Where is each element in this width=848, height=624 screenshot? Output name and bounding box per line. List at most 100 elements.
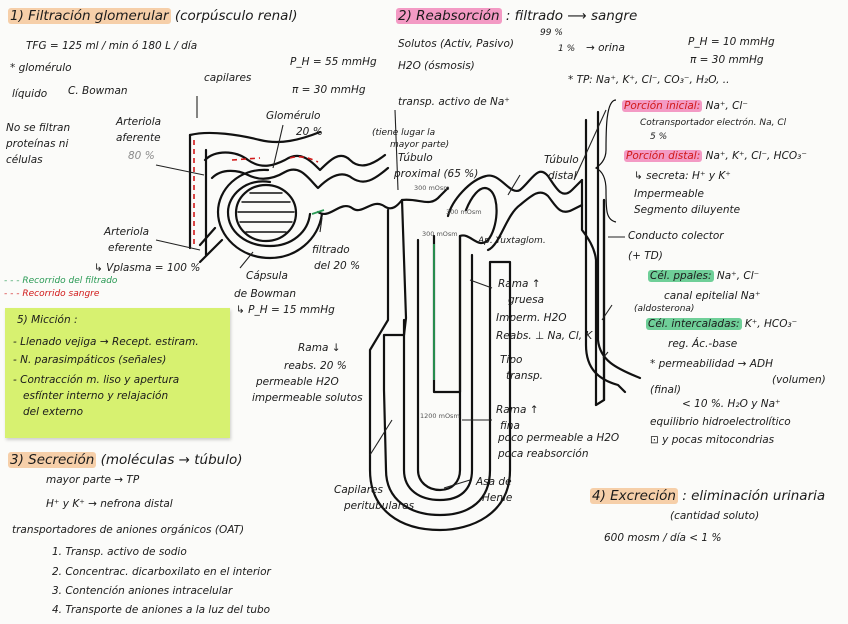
section1-subtitle: (corpúsculo renal)	[174, 8, 298, 24]
mosm-label-3: 1200 mOsm	[420, 412, 460, 420]
tubulo-proximal-0: Túbulo	[398, 152, 433, 164]
section5-title: 5) Micción :	[17, 314, 78, 326]
miccion-sticky-note: 5) Micción : - Llenado vejiga → Recept. …	[5, 308, 230, 438]
secreta-label: ↳ secreta: H⁺ y K⁺	[634, 170, 731, 182]
section4-title: 4) Excreción	[590, 488, 678, 504]
section4-desc: : eliminación urinaria	[682, 488, 826, 504]
mosm-label-1: 300 mOsm	[446, 208, 482, 216]
aldosterona-label: (aldosterona)	[634, 304, 695, 314]
collecting-duct-right	[594, 198, 606, 407]
mayor-parte-label: mayor parte → TP	[46, 474, 140, 486]
section2-title-row: 2) Reabsorción : filtrado ⟶ sangre	[396, 8, 637, 24]
pct10-label: < 10 %. H₂O y Na⁺	[682, 398, 781, 410]
rama-baja-1: reabs. 20 %	[284, 360, 347, 372]
tiene-lugar-1: mayor parte)	[390, 140, 450, 150]
peritubular-left	[188, 133, 208, 257]
secrecion-item-0: 1. Transp. activo de sodio	[52, 546, 187, 558]
miccion-item-3: esfínter interno y relajación	[23, 390, 169, 402]
no-se-filtran-1: proteínas ni	[6, 138, 69, 150]
cel-ppales-ions: Na⁺, Cl⁻	[716, 270, 760, 282]
c-bowman-label: C. Bowman	[68, 85, 128, 97]
blood-path-efferent	[231, 157, 261, 161]
peritubular-capillary-loop	[400, 186, 450, 204]
volumen-label: (volumen)	[772, 374, 826, 386]
canal-epitelial-label: canal epitelial Na⁺	[664, 290, 761, 302]
miccion-item-0: - Llenado vejiga → Recept. estiram.	[13, 336, 199, 348]
section3-title-row: 3) Secreción (moléculas → túbulo)	[8, 452, 243, 468]
h-k-label: H⁺ y K⁺ → nefrona distal	[46, 498, 173, 510]
porcion-inicial-row: Porción inicial: Na⁺, Cl⁻	[622, 100, 748, 113]
porcion-inicial-label: Porción inicial:	[622, 100, 703, 112]
pct5-label: 5 %	[650, 132, 668, 142]
capilares-peritubulares-1: peritubulares	[344, 500, 415, 512]
cel-intercaladas-label: Cél. intercaladas:	[646, 318, 742, 330]
mosm-label-0: 300 mOsm	[414, 184, 450, 192]
filtrado-0: filtrado	[312, 244, 350, 256]
secrecion-item-3: 4. Transporte de aniones a la luz del tu…	[52, 604, 271, 616]
ph-capilares: P_H = 55 mmHg	[290, 56, 377, 68]
rama-fina-0: Rama ↑	[496, 404, 539, 416]
vasa-recta-right	[584, 110, 642, 394]
pocas-mito-row: ⊡ y pocas mitocondrias	[650, 434, 774, 447]
brace	[594, 99, 617, 223]
section1-title: 1) Filtración glomerular	[8, 8, 171, 24]
no-se-filtran-2: células	[6, 154, 43, 166]
section2-filtrado-sangre: : filtrado ⟶ sangre	[505, 8, 638, 24]
section2-title: 2) Reabsorción	[396, 8, 502, 24]
filtrate-path-capsule	[311, 209, 325, 215]
bowman-capsule-outer	[216, 168, 324, 260]
tubulo-distal-1: distal	[548, 170, 577, 182]
liquido-label: líquido	[12, 88, 48, 100]
pocas-mito-label: y pocas mitocondrias	[662, 434, 775, 446]
rama-gruesa-2: Imperm. H2O	[496, 312, 567, 324]
cel-ppales-row: Cél. ppales: Na⁺, Cl⁻	[648, 270, 759, 283]
glomerulo-pct: 20 %	[296, 126, 323, 138]
miccion-item-4: del externo	[23, 406, 84, 418]
final-label: (final)	[650, 384, 681, 396]
glomerulo-note: * glomérulo	[10, 62, 72, 74]
section4-title-row: 4) Excreción : eliminación urinaria	[590, 488, 825, 504]
cantidad-soluto: (cantidad soluto)	[670, 510, 760, 522]
rama-baja-3: impermeable solutos	[252, 392, 363, 404]
bowman-capsule	[226, 180, 312, 248]
secrecion-item-2: 3. Contención aniones intracelular	[52, 585, 233, 597]
miccion-item-1: - N. parasimpáticos (señales)	[13, 354, 167, 366]
cel-intercaladas-ions: K⁺, HCO₃⁻	[744, 318, 798, 330]
rama-gruesa-5: transp.	[506, 370, 543, 382]
cotransportador-label: Cotransportador electrón. Na, Cl	[640, 118, 787, 128]
equilibrio-label: equilibrio hidroelectrolítico	[650, 416, 791, 428]
conducto-colector-label: Conducto colector	[628, 230, 724, 242]
rama-gruesa-0: Rama ↑	[498, 278, 541, 290]
orina-label: → orina	[586, 42, 625, 54]
td-label: (+ TD)	[628, 250, 663, 262]
arteriola-eferente-2: ↳ Vplasma = 100 %	[94, 262, 201, 274]
capsula-2: ↳ P_H = 15 mmHg	[236, 304, 335, 316]
miccion-item-2: - Contracción m. liso y apertura	[13, 374, 180, 386]
secrecion-item-1: 2. Concentrac. dicarboxilato en el inter…	[52, 566, 271, 578]
capsula-0: Cápsula	[246, 270, 288, 282]
section3-subtitle: (moléculas → túbulo)	[100, 452, 243, 468]
cel-ppales-label: Cél. ppales:	[648, 270, 714, 282]
permeabilidad-label: * permeabilidad → ADH	[650, 358, 773, 370]
arteriola-aferente-0: Arteriola	[116, 116, 162, 128]
tfg-text: TFG = 125 ml / min ó 180 L / día	[26, 40, 198, 52]
thick-ascending-limb	[432, 234, 462, 394]
asa-henle-0: Asa de	[476, 476, 512, 488]
collecting-duct	[580, 178, 606, 407]
rama-fina-1: fina	[500, 420, 520, 432]
afferent-arteriole	[198, 226, 224, 264]
arteriola-aferente-2: 80 %	[128, 150, 155, 162]
tubulo-proximal-1: proximal (65 %)	[394, 168, 479, 180]
mosm-label-2: 300 mOsm	[422, 230, 458, 238]
distal-tubule	[446, 170, 584, 245]
excrecion-mosm: 600 mosm / día < 1 %	[604, 532, 722, 544]
reg-acido-base: reg. Ác.-base	[668, 338, 738, 350]
loop-of-henle-descending	[402, 253, 474, 502]
transportadores-label: transportadores de aniones orgánicos (OA…	[12, 524, 245, 536]
impermeable-label: Impermeable	[634, 188, 704, 200]
mitochondria-icon: ⊡	[650, 434, 659, 446]
ap-yuxta-label: Ap. Yuxtaglom.	[478, 236, 546, 246]
proximal-tubule	[316, 198, 512, 532]
segmento-label: Segmento diluyente	[634, 204, 741, 216]
